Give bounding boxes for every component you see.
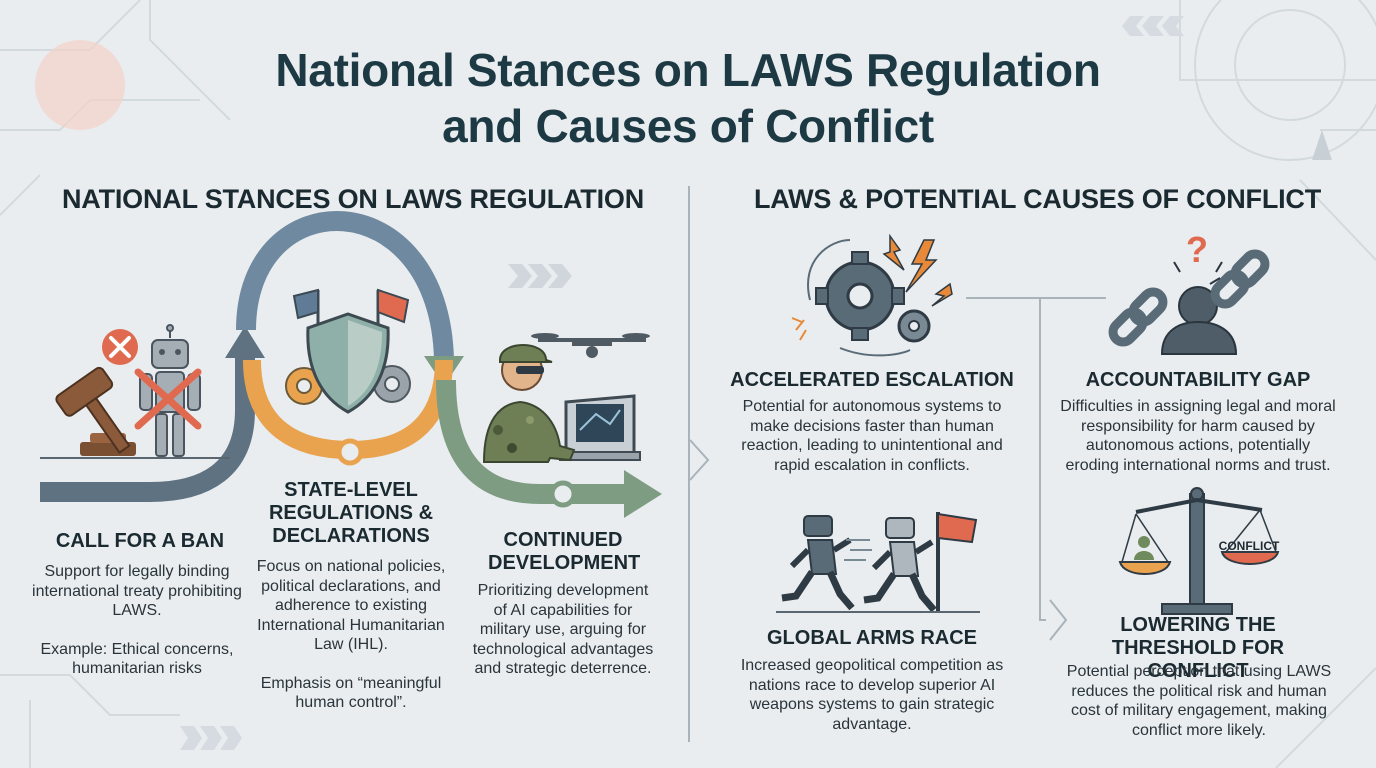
stance-regulations-description: Focus on national policies, political de… — [248, 557, 454, 713]
stance-regulations-text: Focus on national policies, political de… — [256, 558, 446, 653]
flow-arc-top — [236, 211, 454, 361]
running-robot-icon-2 — [863, 517, 937, 613]
flag-icon — [292, 288, 410, 336]
question-mark-icon: ? — [1186, 229, 1208, 270]
section-divider — [688, 186, 690, 742]
stance-ban-title: CALL FOR A BAN — [55, 530, 225, 552]
drone-icon — [531, 333, 650, 358]
right-section-heading: LAWS & POTENTIAL CAUSES OF CONFLICT — [754, 184, 1322, 214]
running-robot-icon — [781, 515, 855, 611]
cause-escalation-description: Potential for autonomous systems to make… — [741, 398, 1003, 474]
gears-icon — [815, 251, 931, 343]
cause-arms-race-title: GLOBAL ARMS RACE — [767, 627, 977, 649]
svg-text:?: ? — [1186, 229, 1208, 270]
gavel-icon — [40, 366, 230, 459]
chevron-decoration — [508, 264, 572, 288]
flow-arrow-development — [436, 379, 630, 504]
broken-chain-icon — [1108, 249, 1270, 347]
left-section-heading: NATIONAL STANCES ON LAWS REGULATION — [62, 184, 644, 214]
cause-threshold-description: Potential perception that using LAWS red… — [1066, 663, 1332, 739]
stance-regulations-title: STATE-LEVEL REGULATIONS & DECLARATIONS — [268, 479, 434, 547]
person-silhouette-icon — [1160, 286, 1238, 355]
cause-threshold-title: LOWERING THE THRESHOLD FOR CONFLICT — [1111, 614, 1285, 682]
page-title-line-1: National Stances on LAWS Regulation — [275, 44, 1101, 96]
stance-ban-example: Example: Ethical concerns, humanitarian … — [40, 640, 234, 678]
robot-icon — [139, 324, 201, 457]
stance-flow-diagram — [40, 211, 662, 518]
page-title-line-2: and Causes of Conflict — [442, 100, 934, 152]
balance-scale-icon: CONFLICT — [1118, 487, 1280, 615]
soldier-icon — [482, 344, 576, 463]
divider-chevron — [689, 439, 710, 481]
page-title: National Stances on LAWS Regulation and … — [0, 42, 1376, 154]
stance-ban-text: Support for legally binding internationa… — [32, 563, 242, 619]
stance-development-title: CONTINUED DEVELOPMENT — [488, 529, 641, 574]
flow-arrow-ban — [40, 350, 255, 502]
scale-conflict-label: CONFLICT — [1219, 539, 1280, 553]
stance-development-description: Prioritizing development of AI capabilit… — [472, 582, 654, 677]
lightning-icon — [882, 233, 953, 307]
stance-ban-description: Support for legally binding internationa… — [32, 562, 242, 679]
cause-accountability-description: Difficulties in assigning legal and mora… — [1060, 398, 1336, 474]
cause-accountability-title: ACCOUNTABILITY GAP — [1085, 369, 1311, 391]
cause-escalation-title: ACCELERATED ESCALATION — [730, 369, 1014, 391]
cause-arms-race-description: Increased geopolitical competition as na… — [740, 657, 1004, 733]
finish-flag-icon — [936, 512, 978, 612]
stance-regulations-emphasis: Emphasis on “meaningful human control”. — [260, 674, 442, 712]
prohibited-icon — [102, 329, 138, 365]
